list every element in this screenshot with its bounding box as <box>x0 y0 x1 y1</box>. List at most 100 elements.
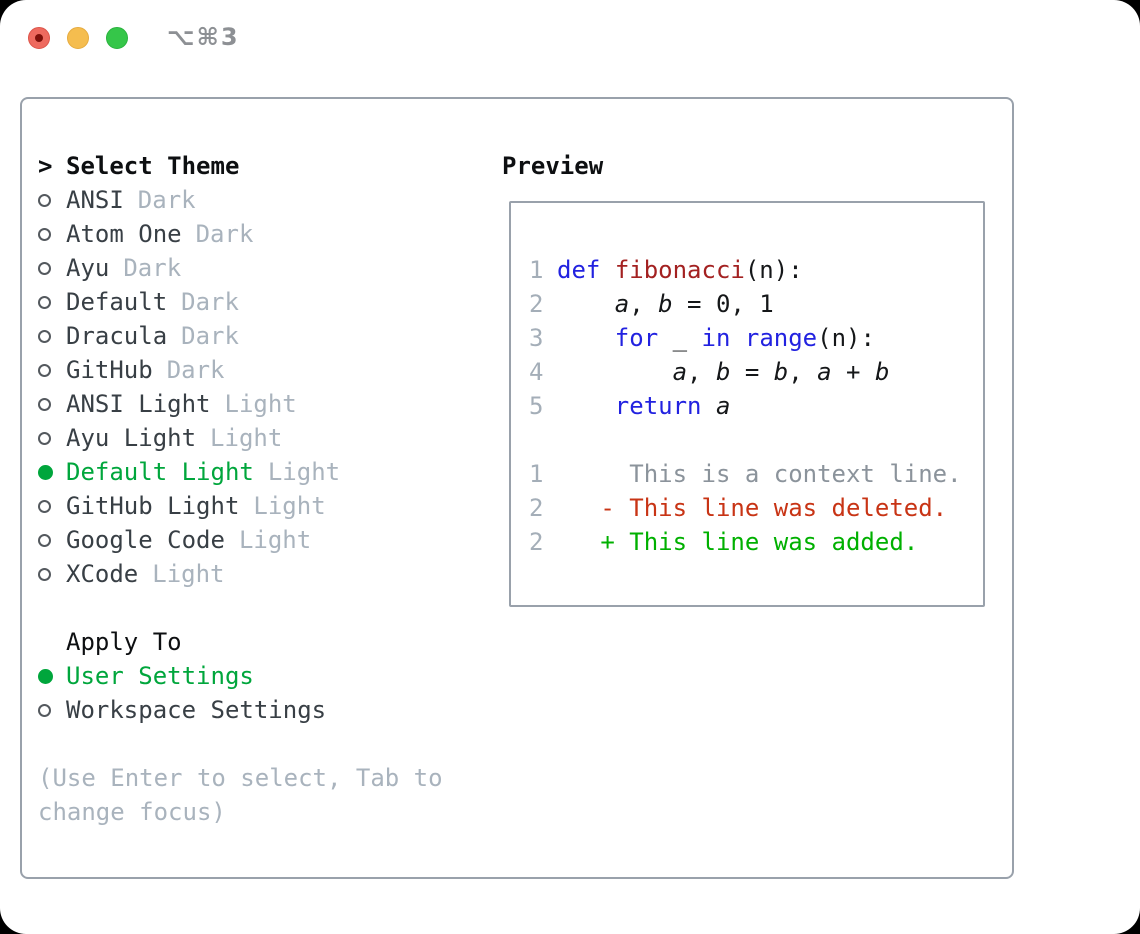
code-token <box>600 256 614 284</box>
radio-marker <box>38 533 66 547</box>
apply-to-title: Apply To <box>66 628 182 656</box>
theme-variant-tag: Dark <box>123 254 182 282</box>
line-number: 2 <box>529 494 544 522</box>
radio-marker <box>38 261 66 275</box>
theme-option-default-dark[interactable]: Default Dark <box>38 285 468 319</box>
code-token: a <box>672 358 688 386</box>
apply-option-workspace-settings[interactable]: Workspace Settings <box>38 693 468 727</box>
keyboard-hint: (Use Enter to select, Tab to change focu… <box>38 764 443 826</box>
radio-off-icon <box>38 567 51 581</box>
line-number: 1 <box>529 460 544 488</box>
theme-option-ayu-dark[interactable]: Ayu Dark <box>38 251 468 285</box>
code-token: , <box>788 358 818 386</box>
theme-name: Google Code <box>66 526 225 554</box>
code-line: 1 def fibonacci(n): <box>529 253 983 287</box>
select-theme-title: Select Theme <box>66 152 240 180</box>
radio-marker <box>38 567 66 581</box>
theme-name: Ayu Light <box>66 424 197 452</box>
radio-marker <box>38 329 66 343</box>
code-token <box>702 392 716 420</box>
theme-option-github-dark[interactable]: GitHub Dark <box>38 353 468 387</box>
close-window-icon[interactable] <box>28 27 50 49</box>
radio-off-icon <box>38 397 51 411</box>
theme-option-google-code[interactable]: Google Code Light <box>38 523 468 557</box>
theme-option-xcode[interactable]: XCode Light <box>38 557 468 591</box>
apply-option-user-settings[interactable]: User Settings <box>38 659 468 693</box>
radio-marker <box>38 431 66 445</box>
radio-off-icon <box>38 295 51 309</box>
code-line: 3 for _ in range(n): <box>529 321 983 355</box>
radio-off-icon <box>38 227 51 241</box>
line-number: 4 <box>529 358 544 386</box>
radio-off-icon <box>38 533 51 547</box>
code-token: (n): <box>744 256 803 284</box>
code-token: fibonacci <box>614 256 745 284</box>
theme-variant-tag: Dark <box>181 288 239 316</box>
code-line: 4 a, b = b, a + b <box>529 355 983 389</box>
code-preview-box: 1 def fibonacci(n): 2 a, b = 0, 1 3 for _… <box>509 201 985 607</box>
theme-name: GitHub <box>66 356 153 384</box>
theme-name: ANSI Light <box>66 390 211 418</box>
code-token <box>557 358 673 386</box>
titlebar: ⌥⌘3 <box>0 0 1140 76</box>
select-theme-header-row: > Select Theme <box>38 149 468 183</box>
diff-context-text: This is a context line. <box>557 460 962 488</box>
code-token <box>557 392 615 420</box>
radio-off-icon <box>38 499 51 513</box>
code-token: a <box>715 392 731 420</box>
preview-title: Preview <box>502 152 604 180</box>
code-tokens: a, b = b, a + b <box>557 358 890 386</box>
zoom-window-icon[interactable] <box>106 27 128 49</box>
theme-name: Ayu <box>66 254 110 282</box>
theme-option-github-light[interactable]: GitHub Light Light <box>38 489 468 523</box>
code-token <box>557 324 615 352</box>
code-tokens: def fibonacci(n): <box>557 256 803 284</box>
minimize-window-icon[interactable] <box>67 27 89 49</box>
radio-marker <box>38 397 66 411</box>
radio-marker <box>38 499 66 513</box>
theme-name: Atom One <box>66 220 182 248</box>
code-token: (n): <box>817 324 875 352</box>
diff-added-text: + This line was added. <box>557 528 919 556</box>
theme-name: Dracula <box>66 322 168 350</box>
line-number: 1 <box>529 256 544 284</box>
radio-off-icon <box>38 363 51 377</box>
radio-off-icon <box>38 193 51 207</box>
code-tokens: for _ in range(n): <box>557 324 875 352</box>
theme-name: GitHub Light <box>66 492 240 520</box>
theme-option-atom-one-dark[interactable]: Atom One Dark <box>38 217 468 251</box>
code-line: 2 a, b = 0, 1 <box>529 287 983 321</box>
theme-option-ansi-light[interactable]: ANSI Light Light <box>38 387 468 421</box>
theme-option-ayu-light[interactable]: Ayu Light Light <box>38 421 468 455</box>
radio-marker <box>38 363 66 377</box>
diff-added-line: 2 + This line was added. <box>529 525 983 559</box>
radio-on-icon <box>38 464 53 480</box>
radio-marker <box>38 295 66 309</box>
theme-settings-panel: > Select Theme ANSI Dark Atom One Dark A… <box>20 97 1014 879</box>
code-token: + <box>831 358 875 386</box>
focus-cursor: > <box>38 152 66 180</box>
radio-marker <box>38 193 66 207</box>
theme-option-default-light-selected[interactable]: Default Light Light <box>38 455 468 489</box>
radio-off-icon <box>38 431 51 445</box>
line-number: 2 <box>529 528 544 556</box>
code-tokens: a, b = 0, 1 <box>557 290 774 318</box>
radio-on-icon <box>38 668 53 684</box>
window-title-shortcut: ⌥⌘3 <box>167 23 240 51</box>
diff-deleted-line: 2 - This line was deleted. <box>529 491 983 525</box>
code-token: , <box>629 290 659 318</box>
theme-variant-tag: Light <box>224 390 297 418</box>
theme-name: XCode <box>66 560 139 588</box>
code-token: for <box>614 324 659 352</box>
code-tokens: return a <box>557 392 731 420</box>
code-token: a <box>817 358 832 386</box>
preview-pane: Preview 1 def fibonacci(n): 2 a, b = 0, 1… <box>502 149 985 607</box>
theme-selector: > Select Theme ANSI Dark Atom One Dark A… <box>38 149 468 829</box>
radio-off-icon <box>38 329 51 343</box>
apply-option-label: Workspace Settings <box>66 696 327 724</box>
theme-option-ansi-dark[interactable]: ANSI Dark <box>38 183 468 217</box>
theme-option-dracula-dark[interactable]: Dracula Dark <box>38 319 468 353</box>
line-number: 2 <box>529 290 544 318</box>
code-line: 5 return a <box>529 389 983 423</box>
